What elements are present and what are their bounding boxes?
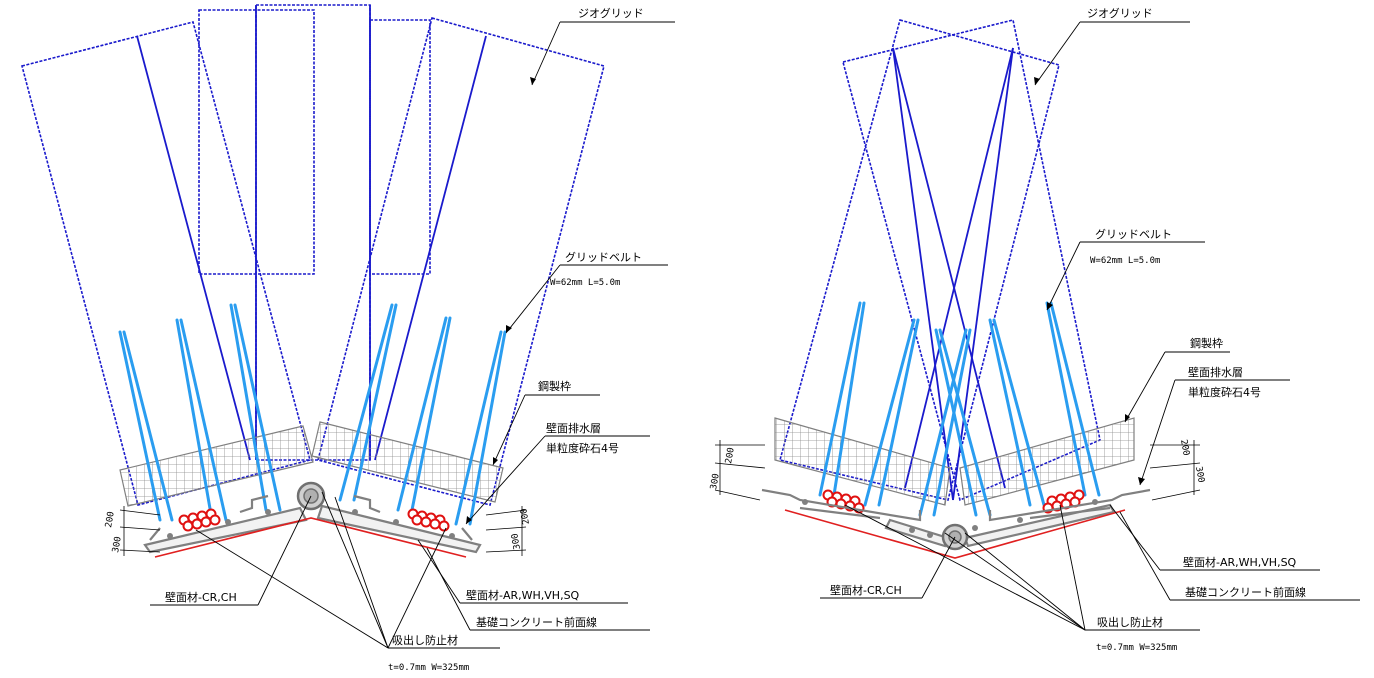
right-grid-belt <box>1045 301 1101 497</box>
left-dim-300-b: 300 <box>510 532 523 550</box>
left-dim-300-a: 300 <box>111 536 124 554</box>
right-dim-200-a: 200 <box>724 447 737 465</box>
left-dim-200-b: 200 <box>519 507 532 525</box>
right-leaders <box>820 21 1360 631</box>
right-grid-belt <box>934 328 992 517</box>
right-foundation-line <box>784 509 1126 559</box>
right-label-drain-material: 単粒度砕石4号 <box>1188 385 1261 399</box>
left-grid-belts <box>118 303 507 526</box>
right-geogrid-solid-edges <box>892 47 1014 501</box>
right-steel-frame <box>774 417 1135 506</box>
left-panel-bolts <box>167 509 455 539</box>
right-panel-bolts <box>802 499 1098 538</box>
left-label-grid-belt: グリッドベルト <box>565 250 642 264</box>
left-grid-belt <box>338 303 398 502</box>
left-grid-belt <box>396 316 452 512</box>
right-dimension-right <box>1149 440 1201 501</box>
right-label-geogrid: ジオグリッド <box>1087 6 1153 20</box>
left-label-geogrid: ジオグリッド <box>578 6 644 20</box>
left-dim-200-a: 200 <box>104 511 117 529</box>
left-grid-belt <box>454 330 507 526</box>
left-wall-panel-ar <box>316 504 482 554</box>
left-geogrid-sheet <box>21 21 311 506</box>
right-geogrid-sheet <box>842 19 1101 502</box>
left-label-drain-layer: 壁面排水層 <box>546 421 601 435</box>
right-label-steel-frame: 鋼製枠 <box>1190 336 1223 350</box>
right-dim-300-a: 300 <box>709 473 722 491</box>
right-label-grid-belt-spec: W=62mm L=5.0m <box>1090 256 1160 266</box>
right-grid-belt <box>988 318 1046 507</box>
right-label-foundation-line: 基礎コンクリート前面線 <box>1185 585 1306 599</box>
left-geogrid-sheet <box>198 9 315 275</box>
left-geogrid-sheets <box>21 4 605 506</box>
left-leader-arrows <box>466 77 536 524</box>
right-wall-panel-top-right <box>988 488 1151 522</box>
right-label-suction-stop: 吸出し防止材 <box>1097 615 1163 629</box>
right-grid-belt <box>818 301 866 497</box>
right-grid-belt <box>863 318 920 507</box>
right-dim-300-b: 300 <box>1193 466 1206 484</box>
left-geogrid-sheet <box>255 4 371 461</box>
right-grid-belt <box>918 328 972 517</box>
left-geogrid-sheet <box>317 17 605 506</box>
right-dim-200-b: 200 <box>1178 439 1191 457</box>
right-geogrid-sheets <box>779 19 1101 502</box>
left-label-grid-belt-spec: W=62mm L=5.0m <box>550 278 620 288</box>
right-label-wall-ar: 壁面材-AR,WH,VH,SQ <box>1183 555 1297 569</box>
right-dimension-left <box>714 440 766 501</box>
right-label-drain-layer: 壁面排水層 <box>1188 365 1243 379</box>
left-label-suction-stop: 吸出し防止材 <box>392 633 458 647</box>
right-grid-belts <box>818 301 1101 517</box>
left-diagram: 200 300 200 300 <box>21 4 675 673</box>
right-wall-panel-cr <box>884 518 950 548</box>
left-foundation-line <box>154 517 467 558</box>
left-grid-belt <box>118 330 174 522</box>
left-grid-belt <box>175 318 228 522</box>
left-label-wall-cr: 壁面材-CR,CH <box>165 590 237 604</box>
right-drain-stones <box>822 489 1085 514</box>
left-label-wall-ar: 壁面材-AR,WH,VH,SQ <box>466 588 580 602</box>
left-grid-belt <box>229 303 282 512</box>
left-label-steel-frame: 鋼製枠 <box>538 379 571 393</box>
left-label-foundation-line: 基礎コンクリート前面線 <box>476 615 597 629</box>
left-dimension-left <box>119 506 161 556</box>
right-steel-frame-mesh <box>959 417 1135 506</box>
right-diagram: 200 300 200 300 <box>709 6 1360 653</box>
right-label-grid-belt: グリッドベルト <box>1095 227 1172 241</box>
right-wall-panel-ar <box>963 503 1116 548</box>
right-wall-panel-top-left <box>761 488 922 522</box>
right-geogrid-sheet <box>779 19 1060 501</box>
right-label-suction-spec: t=0.7mm W=325mm <box>1096 643 1177 653</box>
left-leaders <box>150 21 675 649</box>
left-label-suction-spec: t=0.7mm W=325mm <box>388 663 469 673</box>
left-steel-frame-mesh <box>311 421 504 503</box>
right-wall-panels <box>761 488 1151 548</box>
right-steel-frame-mesh <box>774 417 951 506</box>
left-dimension-right <box>485 506 527 556</box>
right-label-wall-cr: 壁面材-CR,CH <box>830 583 902 597</box>
right-leader-arrows <box>1034 77 1145 485</box>
left-drain-stones <box>178 508 450 532</box>
left-label-drain-material: 単粒度砕石4号 <box>546 441 619 455</box>
